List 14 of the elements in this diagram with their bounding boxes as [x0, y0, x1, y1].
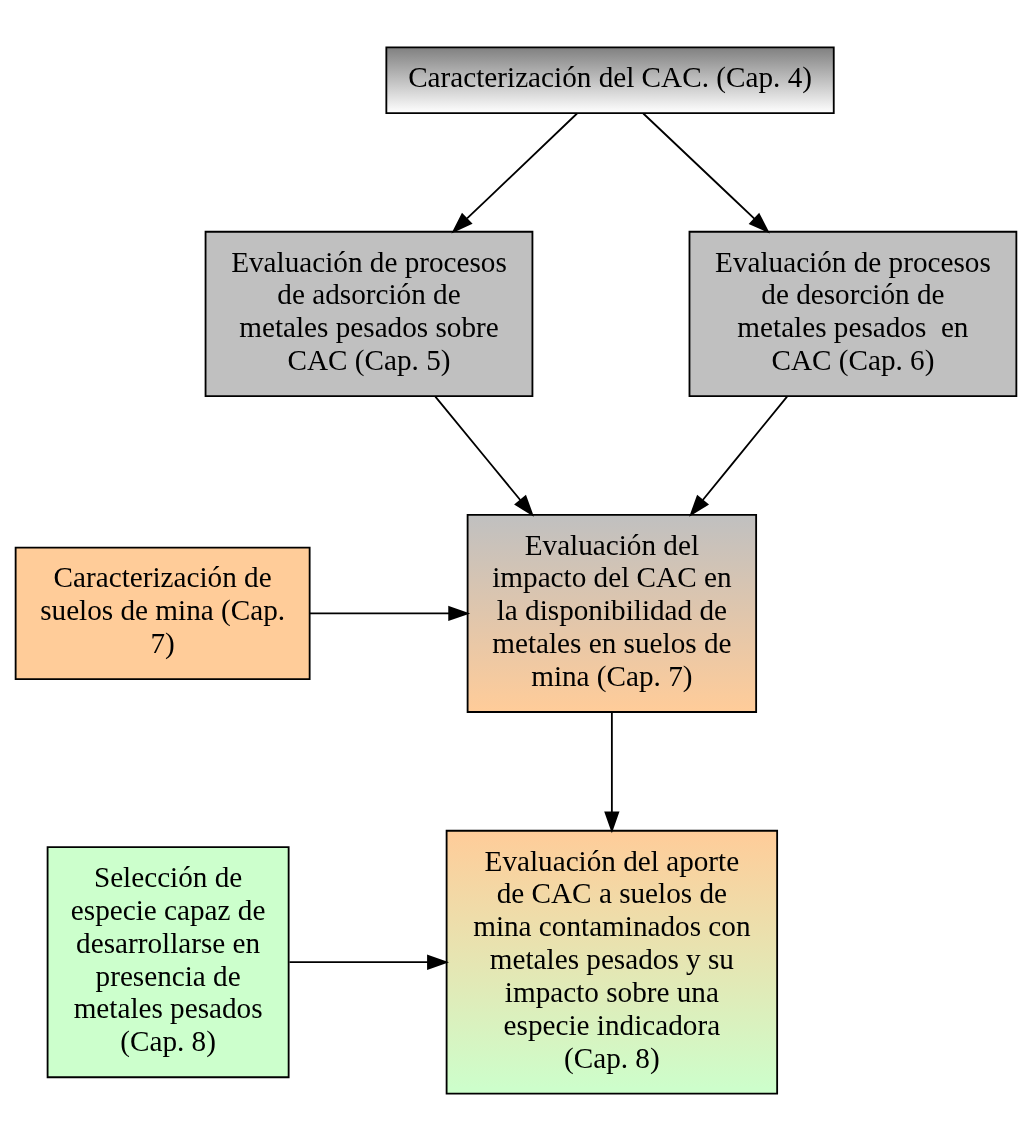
- node-box: Evaluación de procesos de adsorción de metales pesados sobre CAC (Cap. 5): [204, 230, 534, 397]
- arrow: [689, 395, 788, 517]
- arrow: [642, 112, 770, 233]
- arrow: [434, 395, 534, 517]
- node-box: Evaluación del impacto del CAC en la disponibilidad de metales en suelos de mina (Cap. 7): [466, 513, 758, 713]
- arrow: [451, 112, 578, 233]
- node-box: Evaluación de procesos de desorción de metales pesados en CAC (Cap. 6): [688, 230, 1018, 397]
- node-box: Caracterización de suelos de mina (Cap. 7): [14, 546, 311, 680]
- node-box: Evaluación del aporte de CAC a suelos de mina contaminados con metales pesados y su impacto sobre una especie indicadora (Cap. 8): [445, 829, 779, 1095]
- arrow: [288, 954, 450, 970]
- node-box: Caracterización del CAC. (Cap. 4): [385, 45, 835, 114]
- node-box: Selección de especie capaz de desarrollarse en presencia de metales pesados (Cap. 8): [46, 845, 290, 1078]
- arrow: [309, 605, 471, 621]
- arrow: [604, 710, 620, 833]
